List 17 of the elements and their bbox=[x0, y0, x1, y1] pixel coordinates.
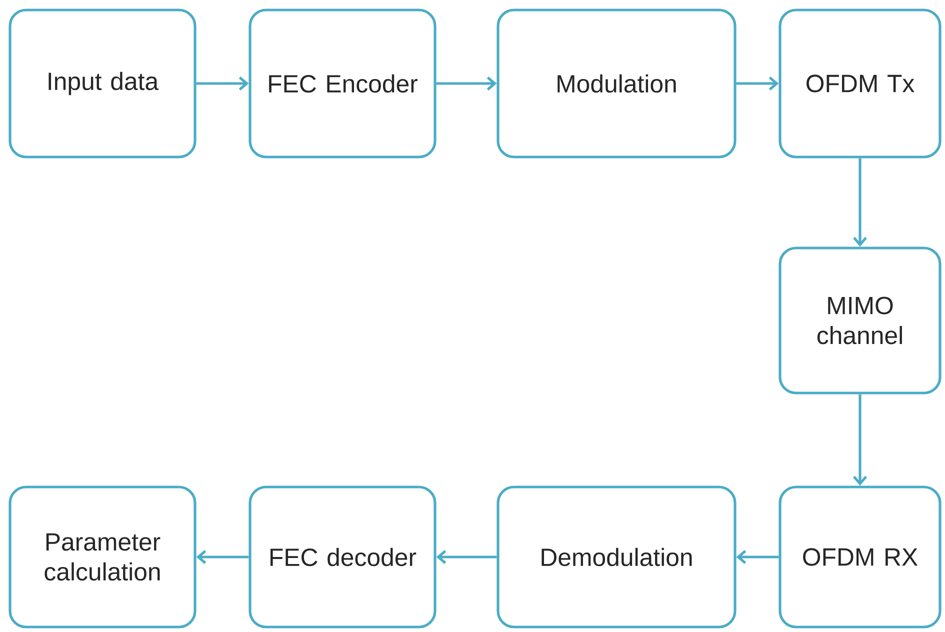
arrow bbox=[436, 550, 497, 564]
arrow bbox=[853, 158, 867, 247]
process-box: Demodulation bbox=[496, 486, 736, 628]
arrow bbox=[736, 550, 779, 564]
process-box: Modulation bbox=[496, 8, 736, 158]
arrow bbox=[736, 76, 779, 90]
arrow bbox=[196, 76, 249, 90]
arrow bbox=[853, 394, 867, 486]
process-box: MIMO channel bbox=[778, 246, 942, 394]
process-box: FEC decoder bbox=[248, 486, 436, 628]
process-box: Input data bbox=[8, 8, 196, 158]
arrow bbox=[196, 550, 249, 564]
process-box: OFDM Tx bbox=[778, 8, 942, 158]
arrow bbox=[436, 76, 497, 90]
process-box: Parameter calculation bbox=[8, 486, 196, 628]
process-box: FEC Encoder bbox=[248, 8, 436, 158]
process-box: OFDM RX bbox=[778, 486, 942, 628]
